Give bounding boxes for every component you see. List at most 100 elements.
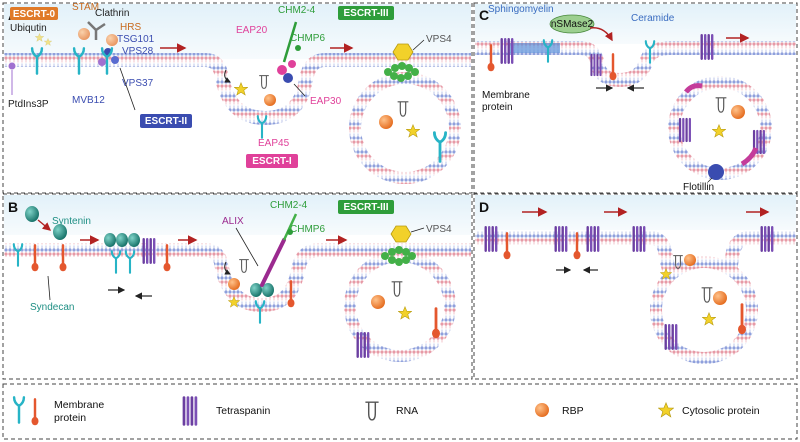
tsg101-label: TSG101: [117, 34, 155, 45]
rbp-icon: [228, 278, 240, 290]
escrt3-badge: [338, 6, 394, 20]
panel-d-frame: [473, 193, 798, 380]
eap20-label: EAP20: [236, 25, 268, 36]
rna-icon: [364, 401, 380, 421]
rna-icon: [238, 259, 250, 273]
escrt3-b-badge: [338, 200, 394, 214]
escrt3-spiral: [384, 62, 419, 82]
curve-arrow: [224, 69, 231, 83]
panel-a-frame: [2, 2, 473, 194]
escrt0-label: ESCRT-0: [13, 9, 56, 20]
legend-item-rna: RNA: [364, 401, 418, 421]
syntenin-label: Syntenin: [52, 216, 91, 227]
eap30-blob: [283, 73, 293, 83]
rbp-icon: [713, 291, 727, 305]
cytosolic-protein-icon: [658, 402, 674, 418]
vps4-b-icon: [390, 225, 412, 243]
membrane-protein-red-icon: [29, 397, 41, 428]
vps28-label: VPS28: [122, 46, 154, 57]
chmp6-blob: [295, 45, 301, 51]
curve-arrow: [224, 261, 231, 275]
panel-d-letter: D: [479, 199, 489, 215]
flotillin-pointer: [707, 177, 713, 183]
rbp-icon: [535, 403, 549, 417]
stam-blob: [78, 28, 90, 40]
panel-b-membrane: [4, 243, 471, 313]
syndecan-pointer: [47, 275, 51, 301]
escrt0-complex: [35, 21, 119, 66]
escrt3-b-spiral: [381, 246, 416, 266]
ptdins3p-icon: [8, 62, 16, 70]
chmp6-label: CHMP6: [290, 33, 325, 44]
escrt1-badge: [246, 154, 298, 168]
chm24-filament: [282, 21, 298, 63]
sphingomyelin-label: Sphingomyelin: [488, 4, 554, 15]
legend-rbp-label: RBP: [562, 405, 584, 417]
escrt2-pointer: [119, 67, 136, 111]
vps4-b-label: VPS4: [426, 224, 452, 235]
rbp-icon: [379, 115, 393, 129]
hrs-label: HRS: [120, 22, 141, 33]
cytosolic-protein-icon: [234, 82, 248, 96]
chmp6-b-label: CHMP6: [290, 224, 325, 235]
syntenin-icon: [128, 233, 140, 247]
chm24-label: CHM2-4: [278, 5, 316, 16]
syntenin-icon: [53, 224, 67, 240]
escrt3-b-label: ESCRT-III: [343, 202, 388, 213]
chm24-b-filament: [282, 213, 298, 241]
flotillin-icon: [708, 164, 724, 180]
legend: Membrane protein Tetraspanin RNA RBP Cyt…: [12, 395, 760, 428]
legend-tetraspanin-label: Tetraspanin: [216, 405, 270, 417]
chmp6-b-blob: [287, 229, 293, 235]
alix-pointer: [235, 227, 259, 267]
panel-b-letter: B: [8, 199, 18, 215]
stam-label: STAM: [72, 2, 99, 13]
membrane-protein-cyan-icon: [12, 395, 26, 425]
chm24-b-label: CHM2-4: [270, 200, 308, 211]
vps4-b-pointer: [410, 227, 425, 233]
ubiquitin-label: Ubiqutin: [10, 23, 47, 34]
legend-item-tetraspanin: Tetraspanin: [182, 396, 270, 426]
panel-b-frame: [2, 193, 473, 380]
panel-b-ilv: [344, 250, 456, 362]
vps28-blob: [111, 56, 119, 64]
vps4-label: VPS4: [426, 34, 452, 45]
syntenin-icon: [250, 283, 262, 297]
syntenin-icon: [116, 233, 128, 247]
syntenin-icon: [262, 283, 274, 297]
legend-item-membrane-protein: Membrane protein: [12, 395, 104, 428]
vps37-label: VPS37: [122, 78, 154, 89]
alix-label: ALIX: [222, 216, 244, 227]
legend-membrane-protein-line1: Membrane: [54, 399, 104, 411]
membrane-protein-c-label-1: Membrane: [482, 90, 530, 101]
escrt2-badge: [140, 114, 192, 128]
legend-item-rbp: RBP: [535, 403, 584, 417]
escrt-complex-a: [277, 21, 306, 97]
hrs-blob: [106, 34, 118, 46]
rbp-icon: [371, 295, 385, 309]
ptdins3p-label: PtdIns3P: [8, 99, 49, 110]
panel-c: C Sphingomyelin nSMase2 Ceramide Membran…: [475, 4, 796, 193]
eap30-pointer: [293, 83, 306, 97]
escrt1-label: ESCRT-I: [252, 156, 292, 167]
vps4-pointer: [412, 39, 425, 51]
legend-rna-label: RNA: [396, 405, 418, 417]
tetraspanin-icon: [182, 396, 198, 426]
legend-frame: [2, 383, 798, 440]
alix-icon: [260, 238, 286, 287]
flotillin-arc: [684, 83, 703, 94]
syntenin-icon: [25, 206, 39, 222]
mvb12-blob: [98, 58, 106, 66]
rbp-icon: [684, 254, 696, 266]
escrt2-label: ESCRT-II: [145, 116, 187, 127]
nsmase2-label: nSMase2: [551, 19, 594, 30]
panel-b: B Syntenin Syndecan ALIX CHM2-4 CHMP6 ES…: [4, 199, 471, 362]
ceramide-label: Ceramide: [631, 13, 675, 24]
panel-d: D: [475, 199, 796, 364]
rbp-icon: [264, 94, 276, 106]
nsmase2-icon: [549, 14, 595, 34]
panel-c-frame: [473, 2, 798, 194]
membrane-protein-icon: [607, 52, 619, 82]
rna-icon: [258, 75, 270, 89]
